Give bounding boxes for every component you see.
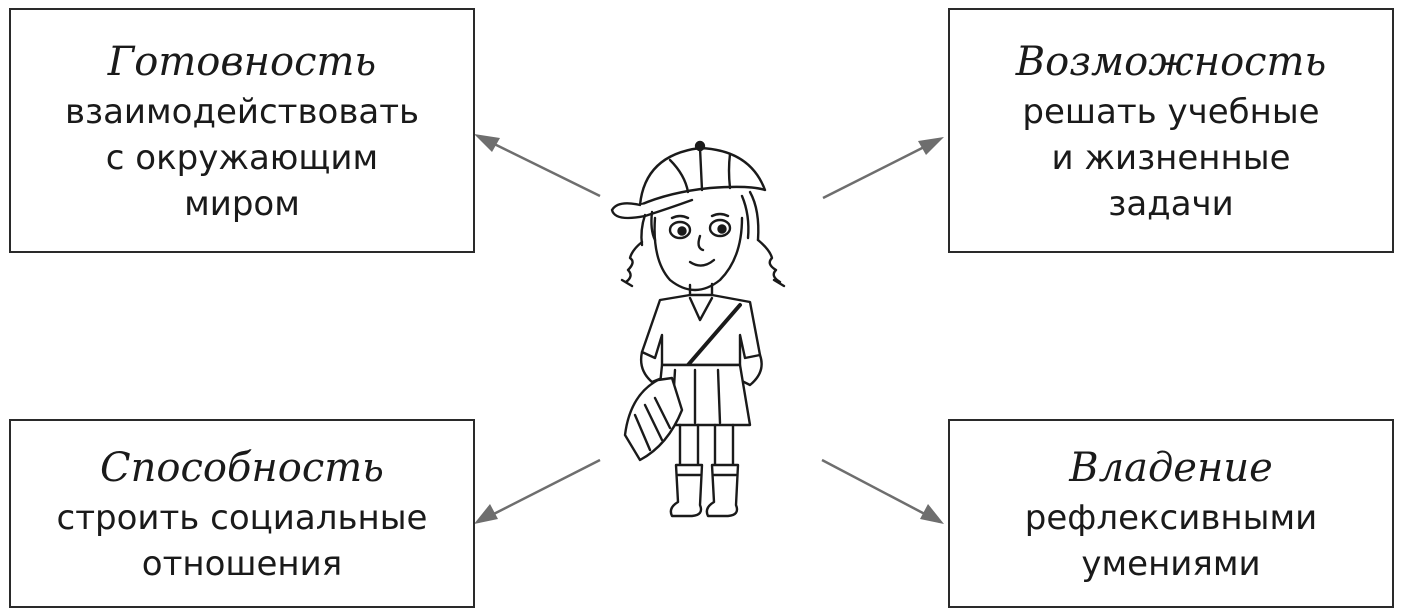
arrowhead-bottom-right bbox=[920, 504, 944, 524]
arrowhead-top-right bbox=[918, 137, 944, 155]
box-possibility-text: решать учебные и жизненные задачи bbox=[1022, 91, 1320, 224]
box-readiness-text: взаимодействовать с окружающим миром bbox=[64, 91, 420, 224]
box-possibility-title: Возможность bbox=[1015, 38, 1327, 85]
box-readiness-title: Готовность bbox=[107, 38, 377, 85]
arrowhead-bottom-left bbox=[474, 504, 498, 524]
schoolgirl-illustration bbox=[610, 140, 786, 518]
arrow-to-bottom-right bbox=[821, 458, 941, 524]
box-mastery-text: рефлексивными умениями bbox=[1024, 497, 1318, 584]
box-mastery: Владение рефлексивными умениями bbox=[948, 419, 1394, 608]
arrow-to-top-left bbox=[477, 134, 601, 198]
box-ability-text: строить социальные отношения bbox=[56, 497, 428, 584]
box-ability: Способность строить социальные отношения bbox=[9, 419, 475, 608]
box-readiness: Готовность взаимодействовать с окружающи… bbox=[9, 8, 475, 253]
box-mastery-title: Владение bbox=[1069, 444, 1273, 491]
box-possibility: Возможность решать учебные и жизненные з… bbox=[948, 8, 1394, 253]
arrow-to-bottom-left bbox=[477, 458, 601, 524]
arrowhead-top-left bbox=[474, 134, 500, 152]
box-ability-title: Способность bbox=[100, 444, 384, 491]
arrow-to-top-right bbox=[822, 137, 941, 200]
